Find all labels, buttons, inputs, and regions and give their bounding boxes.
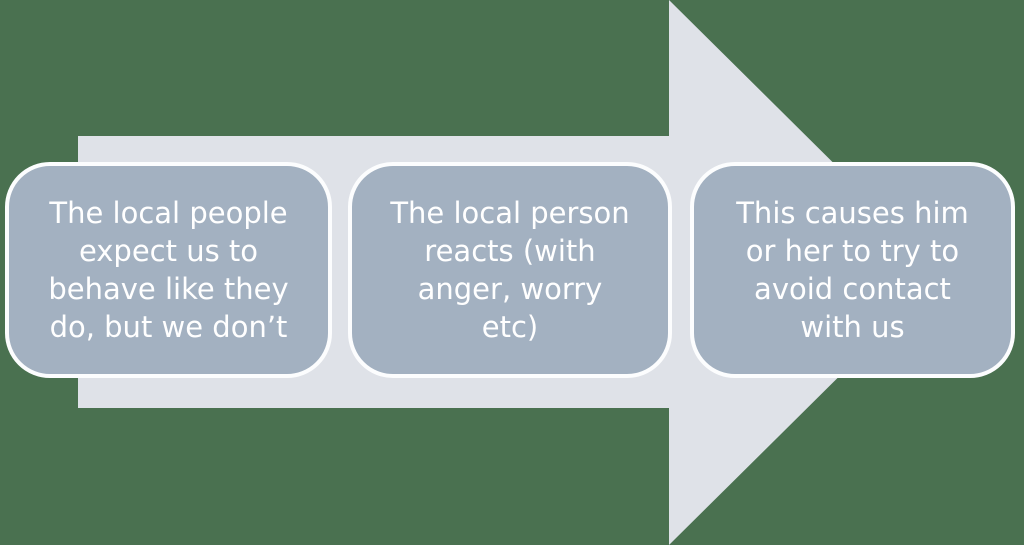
- step-box-2: The local person reacts (with anger, wor…: [348, 162, 672, 378]
- step-box-1: The local people expect us to behave lik…: [5, 162, 332, 378]
- step-2-text: The local person reacts (with anger, wor…: [390, 196, 630, 344]
- step-box-3: This causes him or her to try to avoid c…: [690, 162, 1015, 378]
- step-1-text: The local people expect us to behave lik…: [48, 196, 289, 344]
- step-3-text: This causes him or her to try to avoid c…: [736, 196, 969, 344]
